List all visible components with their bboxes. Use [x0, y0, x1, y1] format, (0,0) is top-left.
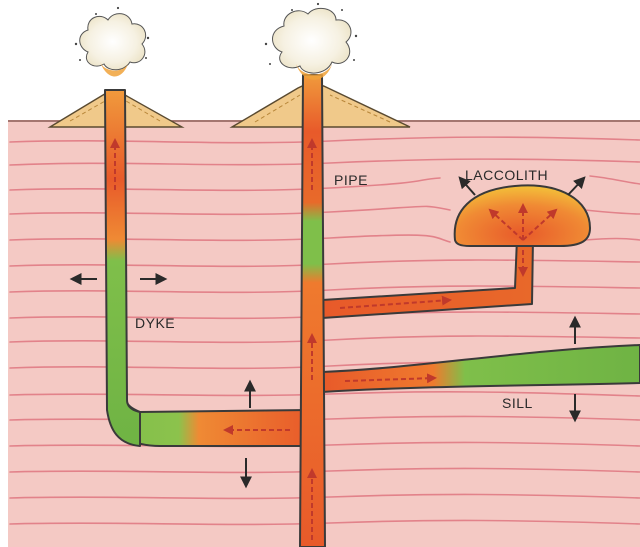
laccolith-label: LACCOLITH: [465, 167, 548, 183]
sill-label: SILL: [502, 395, 533, 411]
pipe-label: PIPE: [334, 172, 368, 188]
dyke-label: DYKE: [135, 315, 175, 331]
